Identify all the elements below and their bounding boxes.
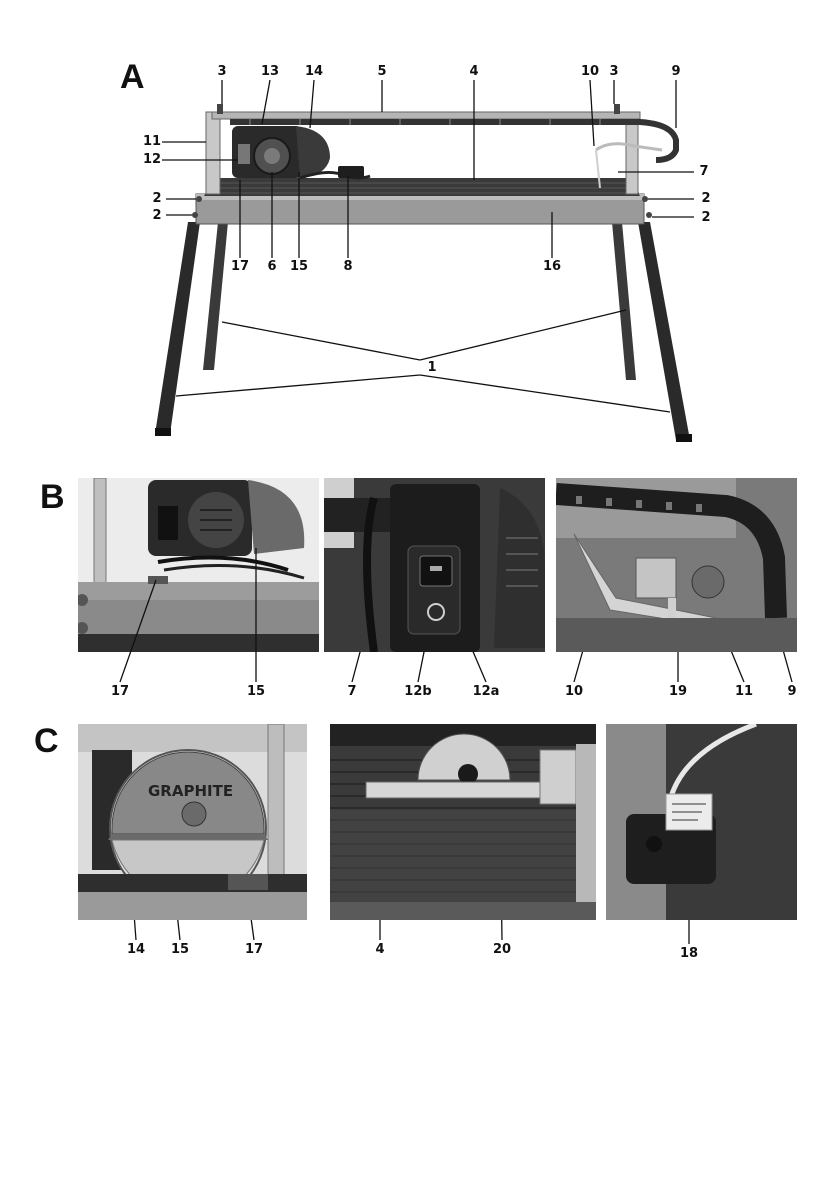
label-b2-12b: 12b <box>404 684 431 699</box>
label-c1-15: 15 <box>171 942 189 957</box>
label-b2-7: 7 <box>347 684 356 699</box>
label-b1-15: 15 <box>247 684 265 699</box>
guard-brand-text: GRAPHITE <box>148 782 233 800</box>
section-letter-c: C <box>34 722 59 761</box>
label-b3-9: 9 <box>787 684 796 699</box>
label-b3-10: 10 <box>565 684 583 699</box>
label-c1-14: 14 <box>127 942 145 957</box>
label-b1-17: 17 <box>111 684 129 699</box>
label-c2-4: 4 <box>375 942 384 957</box>
label-b3-19: 19 <box>669 684 687 699</box>
photo-b3-water-nozzle <box>556 478 797 652</box>
label-c1-17: 17 <box>245 942 263 957</box>
photo-c2-angle-guide <box>330 724 596 920</box>
label-b3-11: 11 <box>735 684 753 699</box>
label-b2-12a: 12a <box>473 684 500 699</box>
photo-c1-blade-guard: GRAPHITE <box>78 724 307 920</box>
label-c2-20: 20 <box>493 942 511 957</box>
photo-b2-switch <box>324 478 545 652</box>
photo-c3-water-pump <box>606 724 797 920</box>
label-c3-18: 18 <box>680 946 698 961</box>
